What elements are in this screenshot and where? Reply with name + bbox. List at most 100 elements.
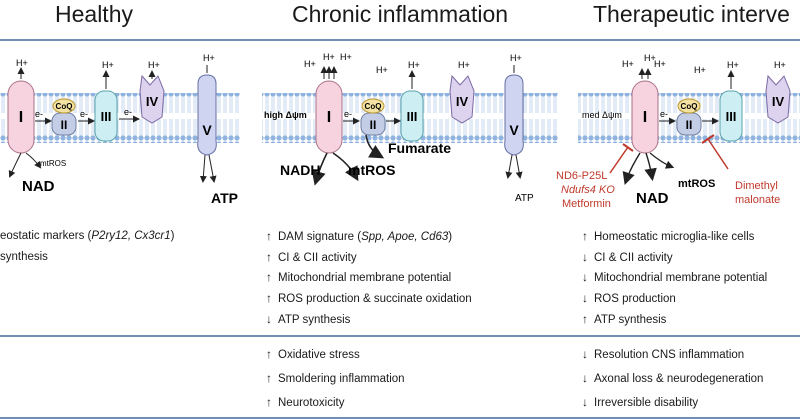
- svg-text:I: I: [643, 109, 647, 126]
- up-arrow-icon: ↑: [582, 229, 588, 243]
- hplus-label: H+: [203, 53, 215, 63]
- header-therapeutic-intervention: Therapeutic interve: [593, 1, 790, 27]
- down-arrow-icon: ↓: [266, 312, 272, 326]
- inhibitor-line-left: [609, 146, 629, 174]
- hplus-label: H+: [408, 60, 420, 70]
- therapeutic-item: ↓Mitochondrial membrane potential: [582, 270, 768, 284]
- chronic-coq: CoQ: [361, 98, 385, 114]
- healthy-complex-v: V: [197, 74, 217, 156]
- hplus-label: H+: [16, 58, 28, 68]
- up-arrow-icon: ↑: [582, 312, 588, 326]
- healthy-coq: CoQ: [52, 98, 76, 114]
- therapeutic-item: ↓CI & CII activity: [582, 250, 673, 264]
- therapeutic-complex-iv: IV: [765, 74, 791, 124]
- healthy-nad: NAD: [22, 178, 55, 195]
- therapeutic-outcome: ↓Irreversible disability: [582, 395, 699, 409]
- healthy-atp: ATP: [211, 190, 238, 206]
- down-arrow-icon: ↓: [582, 395, 588, 409]
- chronic-complex-v: V: [504, 74, 524, 156]
- electron-label: e-: [660, 109, 668, 119]
- svg-text:CoQ: CoQ: [681, 102, 698, 111]
- header-chronic-inflammation: Chronic inflammation: [292, 1, 509, 27]
- therapeutic-outcome: ↓Axonal loss & neurodegeneration: [582, 371, 764, 385]
- healthy-complex-i: I: [7, 80, 35, 154]
- up-arrow-icon: ↑: [266, 270, 272, 284]
- healthy-complex-iv: IV: [139, 74, 165, 124]
- inhibitor-bar-left: [622, 143, 634, 152]
- chronic-item: ↓ATP synthesis: [266, 312, 351, 326]
- chronic-nadh: NADH: [280, 162, 320, 178]
- svg-text:IV: IV: [146, 94, 159, 109]
- up-arrow-icon: ↑: [266, 250, 272, 264]
- hplus-label: H+: [340, 52, 352, 62]
- chronic-item-dam: ↑DAM signature (Spp, Apoe, Cd63): [266, 229, 453, 243]
- therapeutic-complex-ii: II: [676, 112, 702, 136]
- down-arrow-icon: ↓: [582, 347, 588, 361]
- therapeutic-mtros: mtROS: [678, 178, 715, 190]
- healthy-mtros: mtROS: [40, 159, 66, 168]
- svg-text:III: III: [726, 109, 737, 124]
- svg-text:III: III: [407, 109, 418, 124]
- hplus-label: H+: [510, 53, 522, 63]
- hplus-label: H+: [376, 65, 388, 75]
- down-arrow-icon: ↓: [582, 270, 588, 284]
- up-arrow-icon: ↑: [266, 229, 272, 243]
- svg-text:I: I: [19, 109, 23, 126]
- svg-text:V: V: [202, 122, 212, 138]
- svg-text:V: V: [509, 122, 519, 138]
- chronic-fumarate: Fumarate: [388, 140, 451, 156]
- up-arrow-icon: ↑: [266, 347, 272, 361]
- top-divider: [0, 39, 800, 41]
- hplus-label: H+: [102, 60, 114, 70]
- chronic-item: ↑Mitochondrial membrane potential: [266, 270, 452, 284]
- chronic-complex-i: I: [315, 80, 343, 154]
- svg-text:II: II: [686, 118, 693, 132]
- hplus-label: H+: [323, 52, 335, 62]
- chronic-outcome: ↑Oxidative stress: [266, 347, 360, 361]
- chronic-membrane-potential: high Δψm: [264, 110, 307, 120]
- svg-text:II: II: [61, 118, 68, 132]
- hplus-label: H+: [304, 59, 316, 69]
- down-arrow-icon: ↓: [582, 291, 588, 305]
- inhibitor-ndufs4: Ndufs4 KO: [561, 184, 615, 196]
- svg-text:IV: IV: [456, 94, 469, 109]
- chronic-mtros: mtROS: [348, 162, 395, 178]
- chronic-item: ↑ROS production & succinate oxidation: [266, 291, 472, 305]
- inhibitor-nd6: ND6-P25L: [556, 170, 607, 182]
- hplus-label: H+: [622, 59, 634, 69]
- electron-label: e-: [80, 109, 88, 119]
- chronic-item: ↑CI & CII activity: [266, 250, 357, 264]
- hplus-label: H+: [694, 65, 706, 75]
- up-arrow-icon: ↑: [266, 291, 272, 305]
- inhibitor-dimethyl: Dimethyl: [735, 180, 778, 192]
- healthy-complex-iii: III: [94, 90, 118, 142]
- svg-text:CoQ: CoQ: [365, 102, 382, 111]
- header-healthy: Healthy: [55, 1, 133, 27]
- bottom-divider: [0, 417, 800, 419]
- middle-divider: [0, 335, 800, 337]
- inhibitor-metformin: Metformin: [562, 198, 611, 210]
- svg-text:III: III: [101, 109, 112, 124]
- inhibitor-line-right: [707, 138, 729, 170]
- inhibitor-malonate: malonate: [735, 194, 780, 206]
- chronic-outcome: ↑Smoldering inflammation: [266, 371, 405, 385]
- healthy-complex-ii: II: [51, 112, 77, 136]
- therapeutic-item: ↓ROS production: [582, 291, 676, 305]
- inhibitor-bar-right: [701, 134, 715, 144]
- healthy-list-line-2: synthesis: [0, 251, 48, 263]
- chronic-outcome: ↑Neurotoxicity: [266, 395, 345, 409]
- hplus-label: H+: [774, 60, 786, 70]
- therapeutic-outcome: ↓Resolution CNS inflammation: [582, 347, 745, 361]
- therapeutic-nad: NAD: [636, 190, 669, 207]
- chronic-complex-iii: III: [400, 90, 424, 142]
- up-arrow-icon: ↑: [266, 395, 272, 409]
- hplus-label: H+: [654, 59, 666, 69]
- svg-text:II: II: [370, 118, 377, 132]
- svg-text:I: I: [327, 109, 331, 126]
- mitochondrial-diagram: I II CoQ III IV V H+ H+ H+ H+ e- e- e- m…: [0, 52, 800, 210]
- therapeutic-complex-iii: III: [719, 90, 743, 142]
- down-arrow-icon: ↓: [582, 250, 588, 264]
- up-arrow-icon: ↑: [266, 371, 272, 385]
- down-arrow-icon: ↓: [582, 371, 588, 385]
- therapeutic-membrane-potential: med Δψm: [582, 110, 622, 120]
